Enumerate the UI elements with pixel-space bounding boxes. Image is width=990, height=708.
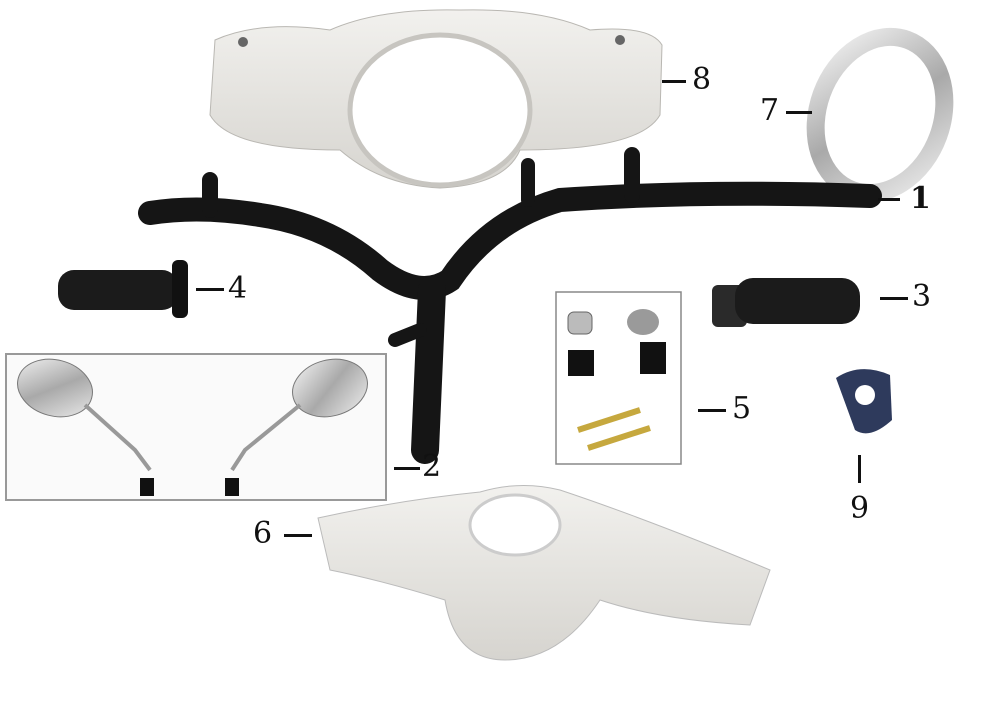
callout-8: 8 bbox=[692, 62, 712, 97]
trim-ring-part-7 bbox=[806, 27, 954, 203]
callout-5: 5 bbox=[732, 391, 752, 426]
hardware-kit-part-5 bbox=[555, 291, 682, 465]
callout-9: 9 bbox=[850, 491, 870, 526]
callout-1: 1 bbox=[910, 181, 931, 216]
right-grip-part-3 bbox=[712, 278, 860, 327]
left-grip-part-4 bbox=[58, 260, 188, 318]
leader-line-1 bbox=[878, 198, 900, 201]
callout-6: 6 bbox=[253, 516, 273, 551]
leader-line-5 bbox=[698, 409, 726, 412]
rear-cover-part-6 bbox=[317, 485, 771, 661]
leader-line-8 bbox=[662, 80, 686, 83]
leader-line-2 bbox=[394, 467, 420, 470]
callout-2: 2 bbox=[422, 449, 442, 484]
callout-3: 3 bbox=[912, 279, 932, 314]
callout-4: 4 bbox=[228, 271, 248, 306]
callout-7: 7 bbox=[760, 93, 780, 128]
front-cover-part-8 bbox=[209, 9, 663, 189]
leader-line-7 bbox=[786, 111, 812, 114]
handlebar-part-1 bbox=[138, 147, 882, 464]
leader-line-9 bbox=[858, 455, 861, 483]
leader-line-3 bbox=[880, 297, 908, 300]
leader-line-4 bbox=[196, 288, 224, 291]
mirrors-part-2 bbox=[5, 353, 387, 501]
leader-line-6 bbox=[284, 534, 312, 537]
throttle-housing-part-9 bbox=[836, 369, 892, 434]
